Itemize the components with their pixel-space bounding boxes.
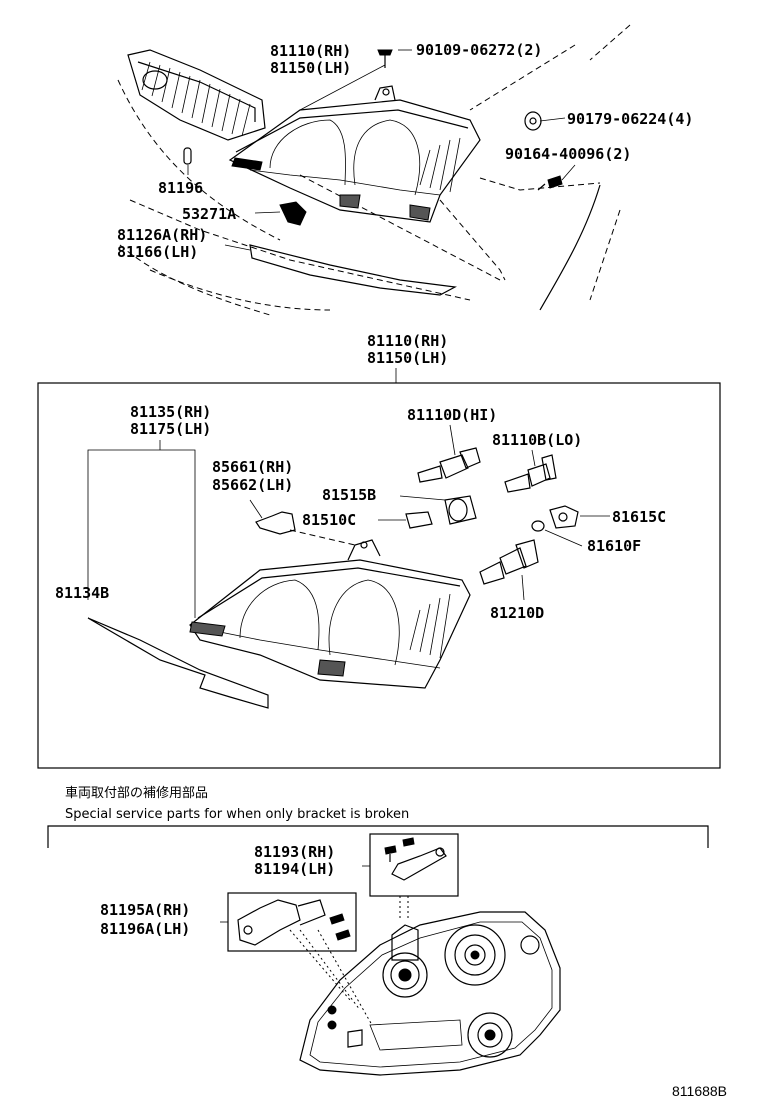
- bracket-53271a: [279, 201, 307, 226]
- socket-81515b: [399, 495, 477, 525]
- middle-assembly: 81110(RH) 81150(LH) 81135(RH) 81175(LH) …: [37, 332, 721, 769]
- bracket-81193: [384, 837, 447, 881]
- headlamp-top: [228, 85, 481, 223]
- screw-90164: [537, 175, 563, 191]
- bulb-81110d-hi: [417, 424, 481, 483]
- moulding-strip: [249, 244, 457, 296]
- headlamp-middle: [189, 539, 471, 689]
- label-81126a-rh: 81126A(RH): [117, 226, 207, 244]
- label-81175-lh: 81175(LH): [130, 420, 211, 438]
- label-81195a-rh: 81195A(RH): [100, 901, 190, 919]
- label-81110b-lo: 81110B(LO): [492, 431, 582, 449]
- note-english: Special service parts for when only brac…: [65, 807, 409, 822]
- figure-id: 811688B: [672, 1083, 727, 1099]
- label-81610f: 81610F: [587, 537, 641, 555]
- label-81166-lh: 81166(LH): [117, 243, 198, 261]
- label-90164: 90164-40096(2): [505, 145, 631, 163]
- label-81210d: 81210D: [490, 604, 544, 622]
- label-81150-lh: 81150(LH): [270, 59, 351, 77]
- label-90109: 90109-06272(2): [416, 41, 542, 59]
- label-90179: 90179-06224(4): [567, 110, 693, 128]
- bulb-81210d: [479, 539, 539, 601]
- screw-90109: [377, 49, 393, 68]
- top-vehicle-view: 81110(RH) 81150(LH) 90109-06272(2) 90179…: [117, 24, 693, 316]
- label-81515b: 81515B: [322, 486, 376, 504]
- label-85661-rh: 85661(RH): [212, 458, 293, 476]
- label-81196: 81196: [158, 179, 203, 197]
- label-81510c: 81510C: [302, 511, 356, 529]
- socket-81615c: [549, 505, 610, 529]
- label-81196a-lh: 81196A(LH): [100, 920, 190, 938]
- bottom-service-parts: 車両取付部の補修用部品 Special service parts for wh…: [47, 786, 727, 1099]
- bulb-81510c: [378, 511, 433, 529]
- label-53271a: 53271A: [182, 205, 236, 223]
- label-81110-rh: 81110(RH): [270, 42, 351, 60]
- bulb-81110b-lo: [504, 449, 557, 493]
- socket-85661: [249, 499, 296, 535]
- label-assy-81110-rh: 81110(RH): [367, 332, 448, 350]
- bracket-81195a: [237, 899, 351, 946]
- gasket-81134b: [87, 617, 269, 709]
- nut-90179: [524, 111, 542, 131]
- assembly-frame: [37, 382, 721, 769]
- front-grille: [127, 49, 266, 141]
- label-81193-rh: 81193(RH): [254, 843, 335, 861]
- bulb-81610f: [531, 520, 583, 547]
- bracket-81193-box: [369, 833, 459, 897]
- label-assy-81150-lh: 81150(LH): [367, 349, 448, 367]
- headlamp-rear-view: [299, 911, 561, 1076]
- label-81615c: 81615C: [612, 508, 666, 526]
- note-japanese: 車両取付部の補修用部品: [65, 786, 208, 801]
- label-81135-rh: 81135(RH): [130, 403, 211, 421]
- label-85662-lh: 85662(LH): [212, 476, 293, 494]
- label-81134b: 81134B: [55, 584, 109, 602]
- label-81194-lh: 81194(LH): [254, 860, 335, 878]
- label-81110d-hi: 81110D(HI): [407, 406, 497, 424]
- clip-81196: [183, 147, 192, 165]
